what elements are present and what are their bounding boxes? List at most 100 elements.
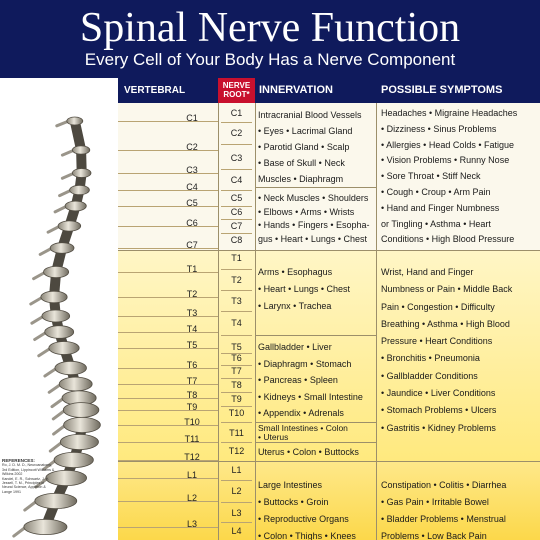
reference-line: Neural Science, Appleton & (2, 485, 46, 490)
symptoms-cervical: Headaches • Migraine Headaches • Dizzine… (381, 106, 539, 248)
level-leader (118, 425, 218, 426)
root-separator (221, 269, 252, 270)
level-leader (118, 332, 218, 333)
vertebra (58, 184, 90, 198)
references: REFERENCES: Ro, J. D. M. D., Neuroanatom… (2, 458, 56, 494)
symptom-line: Pain • Congestion • Difficulty (381, 301, 495, 312)
level-leader (118, 384, 218, 385)
root-separator (221, 378, 252, 379)
level-leader (118, 121, 218, 122)
root-l2: L2 (231, 486, 242, 496)
symptom-line: Problems • Low Back Pain (381, 531, 487, 540)
symptom-line: • Bladder Problems • Menstrual (381, 514, 506, 524)
level-leader (118, 501, 218, 502)
symptom-line: • Allergies • Head Colds • Fatigue (381, 139, 515, 150)
root-separator (221, 480, 252, 481)
root-t1: T1 (231, 253, 242, 263)
innervation-line: • Parotid Gland • Scalp (258, 142, 350, 152)
level-t5: T5 (186, 340, 198, 350)
root-separator (221, 144, 252, 145)
header-possible-symptoms: POSSIBLE SYMPTOMS (376, 78, 540, 103)
symptom-line: • Gallbladder Conditions (381, 370, 478, 381)
level-leader (118, 297, 218, 298)
level-t7: T7 (186, 376, 198, 386)
column-divider (255, 103, 256, 540)
root-t7: T7 (231, 366, 242, 376)
innervation-line: • Pancreas • Spleen (258, 375, 338, 385)
level-leader (118, 442, 218, 443)
level-leader (118, 248, 218, 249)
vertebra (29, 290, 68, 306)
root-c6: C6 (230, 207, 243, 217)
level-leader (118, 272, 218, 273)
level-t2: T2 (186, 289, 198, 299)
symptom-line: • Gas Pain • Irritable Bowel (381, 497, 489, 507)
innervation-line: • Uterus (258, 432, 289, 442)
group-divider (255, 442, 376, 443)
group-divider (255, 187, 376, 188)
root-t2: T2 (231, 275, 242, 285)
header-nerve-root-line2: ROOT* (223, 90, 250, 99)
root-c4: C4 (230, 175, 243, 185)
innervation-line: • Eyes • Lacrimal Gland (258, 126, 353, 136)
group-divider (255, 422, 376, 423)
symptom-line: Headaches • Migraine Headaches (381, 108, 518, 118)
innervation-line: Uterus • Colon • Buttocks (258, 447, 359, 457)
page-subtitle: Every Cell of Your Body Has a Nerve Comp… (84, 50, 456, 69)
level-t12: T12 (184, 452, 200, 462)
level-leader (118, 150, 218, 151)
root-separator (221, 522, 252, 523)
innervation-cervical-lower: • Neck Muscles • Shoulders • Elbows • Ar… (258, 192, 375, 246)
root-separator (221, 233, 252, 234)
root-separator (221, 122, 252, 123)
root-separator (221, 311, 252, 312)
level-t10: T10 (184, 417, 200, 427)
innervation-line: Intracranial Blood Vessels (258, 110, 362, 120)
innervation-cervical-upper: Intracranial Blood Vessels • Eyes • Lacr… (258, 107, 375, 187)
vertebra (60, 145, 91, 157)
symptom-line: • Jaundice • Liver Conditions (381, 388, 496, 399)
level-leader (118, 316, 218, 317)
level-c2: C2 (186, 142, 198, 152)
vertebra (55, 116, 84, 128)
symptom-line: • Gastritis • Kidney Problems (381, 422, 496, 433)
vertebra (52, 416, 101, 436)
innervation-line: • Base of Skull • Neck (258, 158, 345, 168)
root-t4: T4 (231, 318, 242, 328)
reference-line: Kandel, E. R., Schwartz, J. H. (2, 476, 50, 481)
root-t9: T9 (231, 394, 242, 404)
spine-illustration (12, 116, 101, 538)
root-t6: T6 (231, 353, 242, 363)
root-separator (221, 190, 252, 191)
level-leader (118, 190, 218, 191)
innervation-line: • Hands • Fingers • Esopha- (258, 220, 370, 230)
vertebra (32, 265, 70, 281)
innervation-line: • Reproductive Organs (258, 514, 349, 524)
group-divider (255, 335, 376, 336)
symptom-line: or Tingling • Asthma • Heart (381, 218, 491, 229)
symptom-line: • Hand and Finger Numbness (381, 202, 500, 213)
level-l3: L3 (186, 519, 197, 529)
root-separator (221, 502, 252, 503)
symptom-line: Breathing • Asthma • High Blood (381, 318, 510, 329)
level-leader (118, 398, 218, 399)
level-t4: T4 (186, 324, 198, 334)
level-t11: T11 (184, 434, 200, 444)
symptoms-thoracic: Wrist, Hand and Finger Numbness or Pain … (381, 264, 539, 437)
level-t1: T1 (186, 264, 198, 274)
level-leader (118, 348, 218, 349)
level-leader (118, 478, 218, 479)
root-separator (221, 335, 252, 336)
level-leader (118, 173, 218, 174)
root-l4: L4 (231, 526, 242, 536)
references-heading: REFERENCES: (2, 458, 35, 463)
reference-line: Jessell, T. M., Principles of (2, 481, 45, 486)
innervation-thoracic-lower: Small Intestines • Colon • Uterus (258, 424, 375, 442)
cervical-band (118, 103, 540, 250)
symptom-line: • Vision Problems • Runny Nose (381, 155, 510, 166)
level-l1: L1 (186, 470, 197, 480)
innervation-line: • Larynx • Trachea (258, 301, 332, 311)
symptom-line: • Stomach Problems • Ulcers (381, 405, 497, 416)
symptom-line: • Dizziness • Sinus Problems (381, 123, 497, 134)
symptom-line: • Cough • Croup • Arm Pain (381, 186, 491, 197)
